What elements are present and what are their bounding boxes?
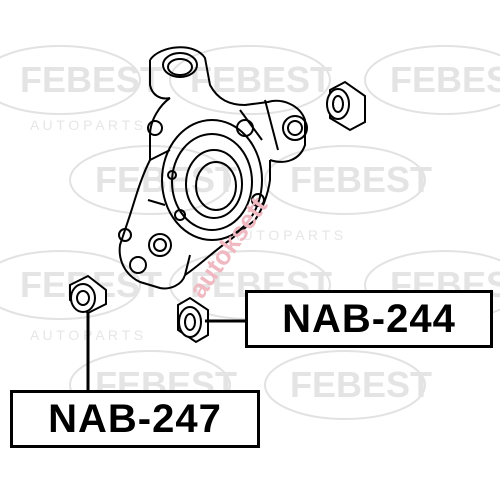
watermark-brand-text: FEBEST [190, 59, 332, 100]
watermark-brand-text: FEBEST [290, 159, 432, 200]
knuckle-drawing [118, 46, 308, 290]
bushing-nab247 [69, 274, 107, 315]
leader-lines [86, 313, 247, 392]
watermark-brand-text: FEBEST [390, 59, 500, 100]
watermark-brand-text: FEBEST [290, 364, 432, 405]
watermark-tagline-text: A U T O P A R T S [30, 117, 143, 133]
part-label-text: NAB-247 [48, 396, 222, 441]
part-label-nab247: NAB-247 [10, 390, 260, 448]
bushing-upper [326, 80, 366, 132]
watermark-pattern [0, 45, 500, 420]
watermark-brand-text: FEBEST [20, 59, 162, 100]
part-label-text: NAB-244 [282, 296, 456, 341]
bushing-nab244 [177, 296, 209, 344]
watermark-brand-text: FEBEST [95, 159, 237, 200]
watermark-tagline-text: A U T O P A R T S [230, 227, 343, 243]
part-label-nab244: NAB-244 [245, 290, 493, 348]
